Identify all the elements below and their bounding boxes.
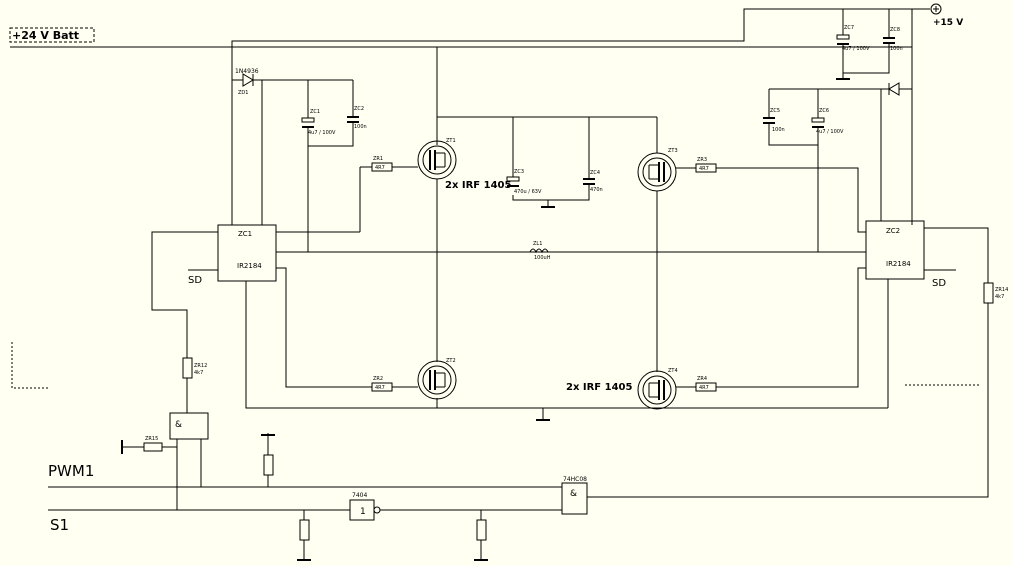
and1-gate: [169, 412, 209, 440]
r2-val: 4R7: [375, 385, 385, 391]
c1-val: 4u7 / 100V: [308, 130, 336, 136]
r15-resistor: [143, 442, 163, 452]
r12-val: 4k7: [194, 370, 203, 376]
c7-val: 4u7 / 100V: [842, 46, 870, 52]
lo-right: [716, 267, 866, 388]
t2-mosfet-inner: [422, 365, 452, 395]
batt-label-box: [9, 27, 95, 43]
plus15-rail: [231, 8, 930, 225]
c8-ref: ZC8: [890, 27, 900, 33]
mosfet-top-label: 2x IRF 1405: [445, 180, 511, 191]
c7-ref: ZC7: [844, 25, 854, 31]
inverter-bubble: [373, 506, 381, 514]
c6-plate-top: [811, 117, 825, 123]
d1-ref: ZD1: [238, 90, 248, 96]
l1-inductor: [529, 248, 549, 254]
r-inv-resistor: [476, 519, 487, 541]
r2-ref: ZR2: [373, 376, 383, 382]
c7-plate-top: [836, 34, 850, 40]
r14-resistor: [983, 282, 994, 304]
c3-plate-top: [506, 176, 520, 182]
t3-ref: ZT3: [668, 148, 678, 154]
r14-ref: ZR14: [995, 287, 1008, 293]
d1-label: 1N4936: [235, 68, 259, 75]
c5-c6-bottom: [768, 123, 819, 146]
zc2-type: IR2184: [886, 260, 911, 268]
r4-val: 4R7: [699, 385, 709, 391]
r3-ref: ZR3: [697, 157, 707, 163]
c3-ref: ZC3: [514, 169, 524, 175]
c1-plate-top: [301, 117, 315, 123]
and2-symbol: &: [570, 489, 577, 499]
lo-left: [276, 267, 372, 388]
r12-resistor: [182, 357, 193, 379]
l1-ref: ZL1: [533, 241, 542, 247]
plus15-label: +15 V: [933, 18, 963, 28]
zc2-name: ZC2: [886, 227, 900, 235]
r14-val: 4k7: [995, 294, 1004, 300]
r1-ref: ZR1: [373, 156, 383, 162]
c6-ref: ZC6: [819, 108, 829, 114]
mosfet-bottom-label: 2x IRF 1405: [566, 382, 632, 393]
inverter-symbol: 1: [360, 507, 366, 517]
c4-ref: ZC4: [590, 170, 600, 176]
t2-ref: ZT2: [446, 358, 456, 364]
c7-c8-bottom: [842, 43, 890, 74]
ground-bus: [245, 281, 888, 409]
d1-triangle: [242, 73, 254, 87]
zc2-in: [924, 227, 989, 283]
c8-val: 100n: [890, 46, 903, 52]
t4-mosfet-inner: [642, 375, 672, 405]
c3-c4-bottom: [512, 184, 590, 201]
t2-mosfet: [417, 360, 457, 400]
t1-ref: ZT1: [446, 138, 456, 144]
r3-val: 4R7: [699, 166, 709, 172]
c5-ref: ZC5: [770, 108, 780, 114]
t1-mosfet-inner: [422, 145, 452, 175]
l1-val: 100uH: [534, 255, 551, 261]
zc2-driver-ic: [865, 220, 925, 280]
sd-left-label: SD: [188, 275, 202, 286]
t3-mosfet-inner: [642, 157, 672, 187]
sd-right-label: SD: [932, 278, 946, 289]
pwm1-label: PWM1: [48, 462, 94, 480]
c1-ref: ZC1: [310, 109, 320, 115]
ho-right: [716, 167, 866, 233]
s1-label: S1: [50, 516, 69, 534]
c3-val: 470u / 63V: [514, 189, 542, 195]
t3-mosfet: [637, 152, 677, 192]
r-s1-resistor: [299, 519, 310, 541]
r14-to-and2: [587, 303, 989, 498]
and2-type: 74HC08: [563, 476, 587, 483]
t1-mosfet: [417, 140, 457, 180]
batt-label: +24 V Batt: [12, 29, 79, 42]
r12-ref: ZR12: [194, 363, 207, 369]
batt-rail: [10, 46, 438, 145]
zc1-name: ZC1: [238, 230, 252, 238]
c4-val: 470n: [590, 187, 603, 193]
r-pwm-resistor: [263, 454, 274, 476]
c5-val: 100n: [772, 127, 785, 133]
c1-c2-bottom: [307, 122, 354, 147]
plus15-terminal: [930, 3, 942, 15]
zc1-driver-ic: [217, 224, 277, 282]
zc1-in: [151, 231, 218, 358]
t4-ref: ZT4: [668, 368, 678, 374]
r4-ref: ZR4: [697, 376, 707, 382]
zc1-type: IR2184: [237, 262, 262, 270]
r15-ref: ZR15: [145, 436, 158, 442]
inverter-type: 7404: [352, 492, 367, 499]
d2-triangle: [888, 82, 900, 96]
c2-ref: ZC2: [354, 106, 364, 112]
r1-val: 4R7: [375, 165, 385, 171]
c2-val: 100n: [354, 124, 367, 130]
left-edge-dashed: [11, 342, 48, 389]
and1-symbol: &: [175, 420, 182, 430]
c6-val: 4u7 / 100V: [816, 129, 844, 135]
t4-mosfet: [637, 370, 677, 410]
and2-gate: [561, 482, 588, 515]
